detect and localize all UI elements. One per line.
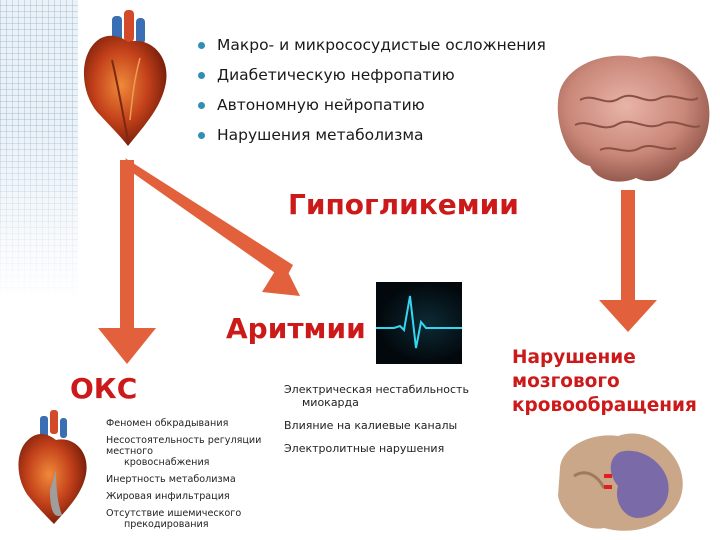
bullet-dot <box>198 131 205 139</box>
bullet-item: Автономную нейропатию <box>198 90 546 120</box>
complications-list: Макро- и микрососудистые осложнения Диаб… <box>198 30 546 150</box>
bullet-dot <box>198 41 205 49</box>
list-item: Влияние на калиевые каналы <box>284 419 458 432</box>
heart-icon <box>83 10 167 146</box>
small-heart-icon <box>18 410 87 524</box>
arrhythmia-title: Аритмии <box>226 312 366 345</box>
oks-title: ОКС <box>70 372 138 405</box>
bullet-item: Диабетическую нефропатию <box>198 60 546 90</box>
list-item: Инертность метаболизма <box>106 474 236 485</box>
list-item: Электролитные нарушения <box>284 442 445 455</box>
ecg-icon <box>376 282 462 364</box>
bullet-dot <box>198 101 205 109</box>
arrow-left-oks <box>98 160 156 364</box>
cerebral-circulation-title: Нарушение мозгового кровообращения <box>512 347 697 416</box>
brain-section-icon <box>558 433 683 531</box>
brain-icon <box>557 55 710 182</box>
arrow-right-brain <box>599 190 657 332</box>
hypoglycemia-title: Гипогликемии <box>288 188 519 221</box>
bullet-item: Макро- и микрососудистые осложнения <box>198 30 546 60</box>
list-item: Жировая инфильтрация <box>106 491 230 502</box>
bullet-dot <box>198 71 205 79</box>
arrow-diagonal-arrhythmia <box>125 158 300 296</box>
oks-factors-list: Феномен обкрадывания Несостоятельность р… <box>106 418 286 536</box>
bullet-item: Нарушения метаболизма <box>198 120 546 150</box>
list-item: Феномен обкрадывания <box>106 418 229 429</box>
background-pattern <box>0 0 78 300</box>
